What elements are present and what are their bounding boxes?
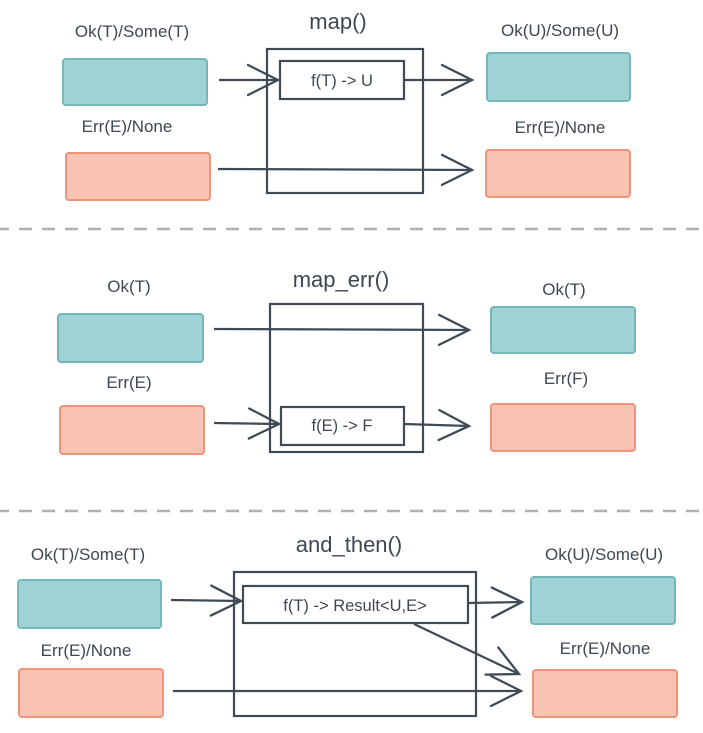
input-err-box (18, 668, 164, 718)
section-and-then: and_then() Ok(T)/Some(T) Err(E)/None f(T… (17, 532, 678, 718)
input-err-label: Err(E)/None (82, 117, 173, 136)
arrow-err-passthrough (217, 153, 475, 187)
output-err-box (485, 149, 631, 198)
function-label: f(T) -> Result<U,E> (283, 597, 427, 615)
input-ok-box (57, 313, 204, 363)
arrow-function-to-ok (467, 586, 525, 619)
output-err-label: Err(E)/None (560, 639, 651, 658)
input-ok-box (62, 58, 208, 106)
section-title: and_then() (296, 532, 402, 557)
function-container-box (268, 302, 425, 454)
output-err-label: Err(E)/None (515, 118, 606, 137)
function-label: f(T) -> U (311, 72, 373, 90)
input-ok-label: Ok(T)/Some(T) (75, 22, 189, 41)
section-title: map_err() (293, 267, 390, 292)
input-ok-label: Ok(T)/Some(T) (31, 545, 145, 564)
arrow-ok-passthrough (213, 313, 472, 347)
input-ok-box (17, 579, 162, 629)
output-err-box (490, 403, 636, 452)
section-map: map() Ok(T)/Some(T) Err(E)/None f(T) -> … (62, 9, 631, 201)
output-err-label: Err(F) (544, 369, 588, 388)
input-err-box (65, 152, 211, 201)
arrow-ok-to-function (170, 584, 244, 617)
output-ok-box (490, 306, 636, 354)
input-err-label: Err(E) (106, 373, 151, 392)
output-ok-label: Ok(T) (542, 280, 585, 299)
arrow-function-to-err (413, 623, 522, 676)
section-title: map() (309, 9, 366, 34)
arrow-err-to-function (213, 407, 282, 440)
output-ok-label: Ok(U)/Some(U) (545, 545, 663, 564)
function-container-box (265, 47, 425, 195)
arrow-function-to-err (403, 408, 472, 442)
input-err-label: Err(E)/None (41, 641, 132, 660)
section-map-err: map_err() Ok(T) Err(E) f(E) -> F Ok(T) E… (57, 267, 636, 455)
function-label: f(E) -> F (312, 417, 373, 435)
output-err-box (532, 669, 678, 718)
input-ok-label: Ok(T) (107, 277, 150, 296)
input-err-box (59, 405, 205, 455)
output-ok-label: Ok(U)/Some(U) (501, 21, 619, 40)
output-ok-box (530, 576, 676, 625)
output-ok-box (486, 52, 631, 102)
function-container-box (232, 570, 478, 718)
